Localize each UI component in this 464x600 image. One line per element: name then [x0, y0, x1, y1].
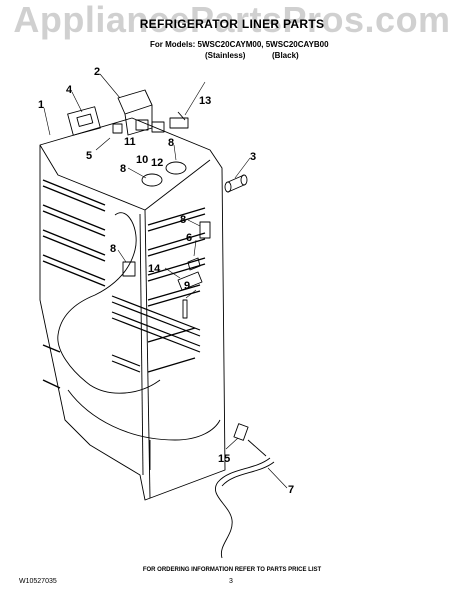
part-15-drawing — [233, 423, 249, 441]
callout-8-d: 8 — [110, 243, 116, 255]
callout-15: 15 — [218, 453, 230, 465]
right-shelf-supports — [147, 207, 206, 373]
ordering-note: FOR ORDERING INFORMATION REFER TO PARTS … — [142, 567, 322, 573]
callout-12: 12 — [151, 157, 163, 169]
part-8-side — [199, 221, 211, 239]
watermark-text: AppliancePartsPros.com — [13, 0, 451, 40]
callout-1: 1 — [38, 99, 44, 111]
part-10-drawing — [135, 119, 149, 131]
part-13-drawing — [169, 117, 189, 129]
callout-7: 7 — [288, 484, 294, 496]
liner-front-edge — [144, 209, 151, 499]
liner-outline — [39, 117, 226, 501]
liner-drawing — [39, 89, 275, 559]
liner-top-edge — [39, 144, 211, 211]
part-14-drawing — [177, 271, 203, 291]
leader-lines — [43, 73, 288, 489]
part-9-drawing — [182, 299, 188, 319]
callout-8-c: 8 — [180, 214, 186, 226]
part-4-drawing — [67, 106, 101, 136]
callout-11: 11 — [124, 136, 136, 148]
callout-5: 5 — [86, 150, 92, 162]
callout-8-a: 8 — [120, 163, 126, 175]
callout-3: 3 — [250, 151, 256, 163]
model-numbers: For Models: 5WSC20CAYM00, 5WSC20CAYB00 — [150, 40, 329, 49]
floor-curve — [67, 389, 221, 441]
variant-black: (Black) — [272, 51, 299, 60]
part-11-drawing — [112, 123, 123, 134]
liner-inner-front — [139, 213, 144, 476]
part-7-drawing — [215, 457, 271, 559]
callout-14: 14 — [148, 263, 161, 275]
part-8-left — [122, 261, 136, 277]
left-shelf-rails — [42, 179, 106, 389]
variant-stainless: (Stainless) — [205, 51, 246, 60]
callout-13: 13 — [199, 95, 211, 107]
part-6-drawing — [187, 257, 201, 271]
part-callouts: 1 2 3 4 5 6 7 8 8 8 8 9 10 11 12 13 14 1… — [38, 66, 294, 496]
callout-6: 6 — [186, 232, 192, 244]
back-wall-cutout — [57, 212, 161, 394]
part-12-drawing — [151, 121, 165, 133]
callout-8-b: 8 — [168, 137, 174, 149]
callout-9: 9 — [184, 280, 190, 292]
part-8-top-left — [141, 173, 163, 187]
page-title: REFRIGERATOR LINER PARTS — [139, 17, 325, 31]
part-2-drawing — [117, 89, 153, 115]
callout-10: 10 — [136, 154, 148, 166]
callout-4: 4 — [66, 84, 73, 96]
part-8-top-right — [165, 161, 187, 175]
page-number: 3 — [229, 578, 233, 585]
callout-2: 2 — [94, 66, 100, 78]
document-code: W10527035 — [19, 578, 57, 585]
